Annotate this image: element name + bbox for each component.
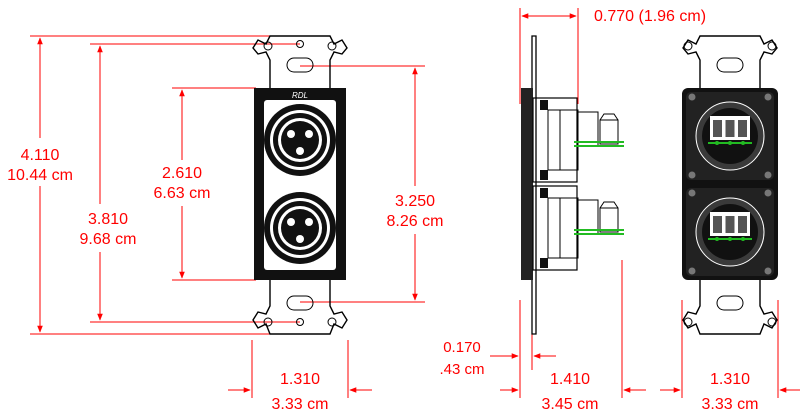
xlr-connector-top-icon xyxy=(264,104,336,176)
rear-width-dim-inches: 1.310 xyxy=(710,371,750,388)
hole-spacing-dim-cm: 9.68 cm xyxy=(80,231,137,248)
top-slot-icon xyxy=(286,57,314,73)
front-strap-hole-icon xyxy=(263,317,273,327)
front-strap-hole-icon xyxy=(263,41,273,51)
opening-height-dim-cm: 8.26 cm xyxy=(387,213,444,230)
height-dim-inches: 4.110 xyxy=(21,147,60,164)
rear-strap-hole-icon xyxy=(683,41,693,51)
overall-depth-dim-cm: 3.45 cm xyxy=(542,396,599,413)
rear-top-slot-icon xyxy=(716,57,744,73)
side-plate-edge xyxy=(521,88,533,280)
opening-height-dim-inches: 3.250 xyxy=(395,193,435,210)
rear-width-dim-cm: 3.33 cm xyxy=(702,396,759,413)
thickness-dim-inches: 0.170 xyxy=(443,339,481,356)
top-mount-screw-hole-icon xyxy=(296,40,304,48)
side-view: 0.770 (1.96 cm) 0.170 .43 cm 1.410 3.45 … xyxy=(439,8,706,413)
rear-bottom-slot-icon xyxy=(716,295,744,311)
width-dim-inches: 1.310 xyxy=(280,371,320,388)
side-connector-top xyxy=(532,97,624,183)
front-view: 4.110 10.44 cm 3.810 9.68 cm 2.610 6.63 … xyxy=(2,35,454,413)
bottom-mount-screw-hole-icon xyxy=(296,318,304,326)
overall-depth-dim-inches: 1.410 xyxy=(550,371,590,388)
panel-height-dim-cm: 6.63 cm xyxy=(154,185,211,202)
rear-strap-hole-icon xyxy=(683,317,693,327)
side-connector-bottom xyxy=(532,185,624,271)
brand-logo: RDL xyxy=(292,91,308,100)
rear-connector-top-icon xyxy=(688,93,772,179)
bottom-slot-icon xyxy=(286,295,314,311)
thickness-dim-cm: .43 cm xyxy=(439,361,484,378)
rear-connector-bottom-icon xyxy=(688,189,772,275)
rear-strap-hole-icon xyxy=(767,317,777,327)
height-dim-cm: 10.44 cm xyxy=(7,167,73,184)
width-dim-cm: 3.33 cm xyxy=(272,396,329,413)
rear-strap-hole-icon xyxy=(767,41,777,51)
depth-dim-text: 0.770 (1.96 cm) xyxy=(594,8,706,25)
rear-view: 1.310 3.33 cm xyxy=(660,35,800,413)
front-strap-hole-icon xyxy=(327,317,337,327)
front-strap-hole-icon xyxy=(327,41,337,51)
xlr-connector-bottom-icon xyxy=(264,192,336,264)
hole-spacing-dim-inches: 3.810 xyxy=(88,211,128,228)
panel-height-dim-inches: 2.610 xyxy=(162,165,202,182)
